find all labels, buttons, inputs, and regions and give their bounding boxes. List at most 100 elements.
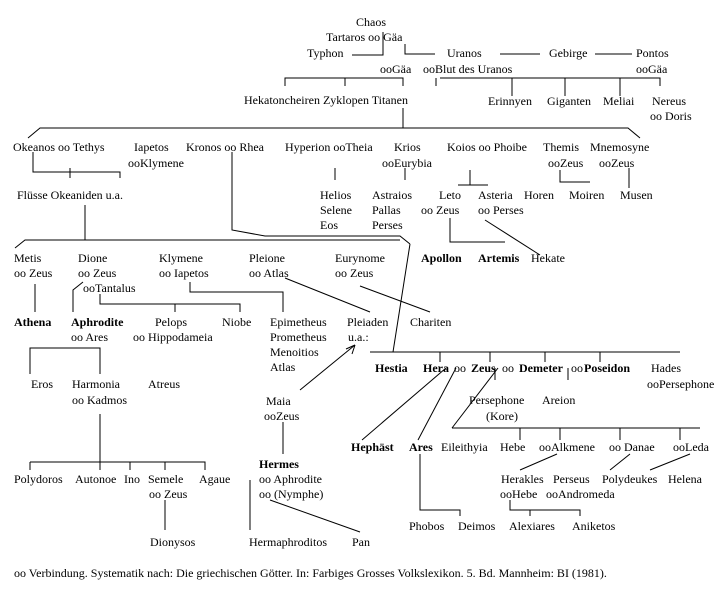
node-herakles: Herakles [501, 472, 544, 486]
node-astraios: Astraios [372, 188, 412, 202]
node-helena: Helena [668, 472, 702, 486]
node-giganten: Giganten [547, 94, 591, 108]
node-maia: Maia [266, 394, 291, 408]
node-pallas: Pallas [372, 203, 401, 217]
node-eurynome: Eurynome [335, 251, 385, 265]
node-areion: Areion [542, 393, 576, 407]
node-oo-between: oo [454, 361, 466, 375]
node-perses: Perses [372, 218, 403, 232]
node-eros: Eros [31, 377, 53, 391]
node-epimetheus: Epimetheus [270, 315, 327, 329]
node-chaos: Chaos [356, 15, 386, 29]
node-dionysos: Dionysos [150, 535, 196, 549]
node-oo-danae: oo Danae [609, 440, 655, 454]
node-flusse-okeaniden: Flüsse Okeaniden u.a. [17, 188, 123, 202]
footer-note: oo Verbindung. Systematik nach: Die grie… [14, 566, 607, 580]
node-hera: Hera [423, 361, 449, 375]
node-oo-zeus-semele: oo Zeus [149, 487, 188, 501]
node-pan: Pan [352, 535, 370, 549]
node-themis: Themis [543, 140, 579, 154]
node-deimos: Deimos [458, 519, 496, 533]
node-niobe: Niobe [222, 315, 252, 329]
node-metis: Metis [14, 251, 42, 265]
node-mnemosyne: Mnemosyne [590, 140, 650, 154]
node-uranos: Uranos [447, 46, 482, 60]
node-iapetos: Iapetos [134, 140, 169, 154]
node-oogaa-2: ooGäa [636, 62, 668, 76]
node-hekate: Hekate [531, 251, 565, 265]
node-zeus: Zeus [471, 361, 496, 375]
node-aniketos: Aniketos [572, 519, 616, 533]
node-oo-aphrodite: oo Aphrodite [259, 472, 322, 486]
node-musen: Musen [620, 188, 653, 202]
node-oo-nymphe: oo (Nymphe) [259, 487, 324, 501]
node-pelops: Pelops [155, 315, 188, 329]
node-phobos: Phobos [409, 519, 445, 533]
node-klymene: Klymene [159, 251, 203, 265]
node-hekatoncheiren-zyklopen-titanen: Hekatoncheiren Zyklopen Titanen [244, 93, 408, 107]
node-hades: Hades [651, 361, 681, 375]
node-selene: Selene [320, 203, 352, 217]
node-ooalkmene: ooAlkmene [539, 440, 595, 454]
node-ootantalus: ooTantalus [83, 281, 136, 295]
node-oo-atlas: oo Atlas [249, 266, 289, 280]
node-menoitios: Menoitios [270, 345, 319, 359]
node-oo-after-zeus: oo [502, 361, 514, 375]
node-ares: Ares [409, 440, 433, 454]
node-persephone: Persephone [469, 393, 525, 407]
node-oo-iapetos: oo Iapetos [159, 266, 209, 280]
node-oozeus-maia: ooZeus [264, 409, 300, 423]
node-oo-hippodameia: oo Hippodameia [133, 330, 213, 344]
node-oo-kadmos: oo Kadmos [72, 393, 127, 407]
node-harmonia: Harmonia [72, 377, 120, 391]
node-ooklymene: ooKlymene [128, 156, 184, 170]
node-ua: u.a.: [348, 330, 369, 344]
node-perseus: Perseus [553, 472, 590, 486]
node-oozeus-mnemosyne: ooZeus [599, 156, 635, 170]
node-kronos-rhea: Kronos oo Rhea [186, 140, 264, 154]
node-ooleda: ooLeda [673, 440, 709, 454]
node-nereus: Nereus [652, 94, 686, 108]
node-oopersephone: ooPersephone [647, 377, 715, 391]
node-pontos: Pontos [636, 46, 669, 60]
node-krios: Krios [394, 140, 421, 154]
node-atreus: Atreus [148, 377, 180, 391]
node-moiren: Moiren [569, 188, 605, 202]
node-leto: Leto [439, 188, 461, 202]
node-prometheus: Prometheus [270, 330, 327, 344]
node-oozeus-themis: ooZeus [548, 156, 584, 170]
node-ooeurybia: ooEurybia [382, 156, 432, 170]
node-pleiaden: Pleiaden [347, 315, 389, 329]
node-ino: Ino [124, 472, 140, 486]
node-dione: Dione [78, 251, 108, 265]
node-oogaa-1: ooGäa [380, 62, 412, 76]
node-polydeukes: Polydeukes [602, 472, 658, 486]
node-oo-perses: oo Perses [478, 203, 524, 217]
node-hebe: Hebe [500, 440, 526, 454]
node-hermes: Hermes [259, 457, 299, 471]
node-kore: (Kore) [486, 409, 518, 423]
node-tartaros-gaa: Tartaros oo Gäa [326, 30, 403, 44]
node-hestia: Hestia [375, 361, 408, 375]
node-semele: Semele [148, 472, 184, 486]
node-oo-zeus-leto: oo Zeus [421, 203, 460, 217]
node-poseidon: Poseidon [584, 361, 631, 375]
node-polydoros: Polydoros [14, 472, 63, 486]
node-gebirge: Gebirge [549, 46, 588, 60]
node-erinnyen: Erinnyen [488, 94, 532, 108]
node-asteria: Asteria [478, 188, 513, 202]
node-meliai: Meliai [603, 94, 635, 108]
node-chariten: Chariten [410, 315, 452, 329]
node-demeter: Demeter [519, 361, 563, 375]
node-agaue: Agaue [199, 472, 231, 486]
node-oo-zeus-eurynome: oo Zeus [335, 266, 374, 280]
node-hyperion-theia: Hyperion ooTheia [285, 140, 373, 154]
node-oo-poseidon-prefix: oo [571, 361, 583, 375]
node-oo-zeus-dione: oo Zeus [78, 266, 117, 280]
node-aphrodite: Aphrodite [71, 315, 124, 329]
node-koios-phoibe: Koios oo Phoibe [447, 140, 528, 154]
node-oo-doris: oo Doris [650, 109, 692, 123]
node-artemis: Artemis [478, 251, 520, 265]
